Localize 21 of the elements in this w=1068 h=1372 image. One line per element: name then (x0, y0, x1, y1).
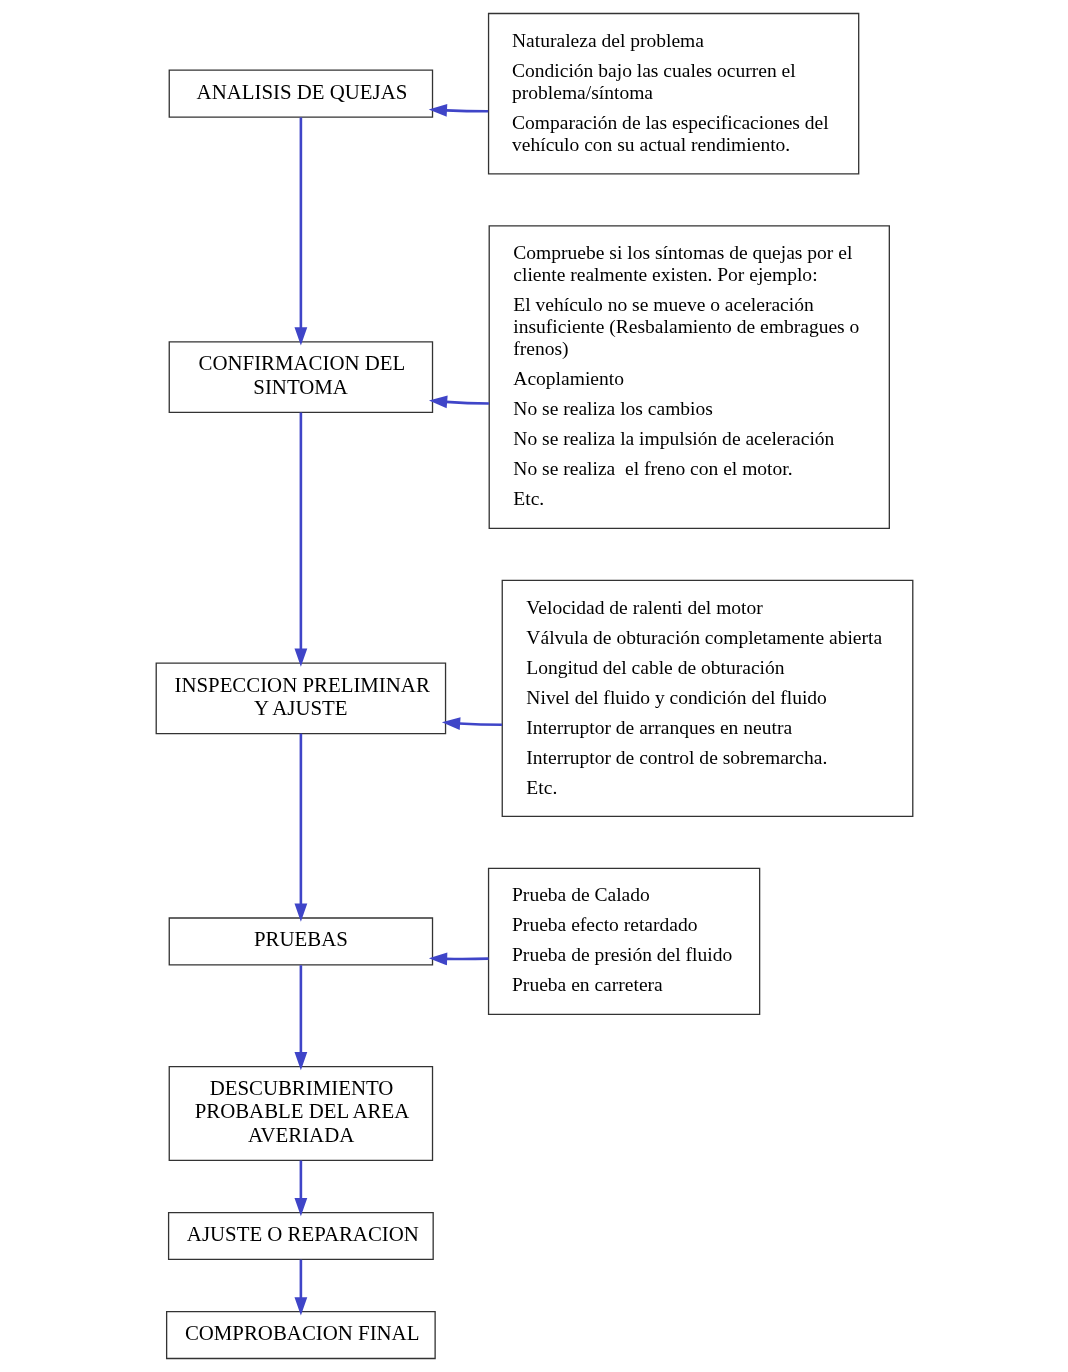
node-box: Compruebe si los síntomas de quejas por el cliente realmente existen. Por ejemplo: El vehículo no se mueve o aceleración insuficiente (Resbalamiento de embragues o frenos) Acoplamiento No se realiza los cambios No se realiza la impulsión de aceleración No se realiza el freno con el motor. Etc. (488, 225, 890, 529)
arrow (441, 717, 502, 730)
arrow (294, 117, 307, 346)
arrow (428, 952, 489, 966)
node-box: Velocidad de ralenti del motor Válvula de obturación completamente abierta Longitud del cable de obturación Nivel del fluido y condición del fluido Interruptor de arranques en neutra Interruptor de control de sobremarcha. Etc. (501, 579, 913, 817)
node-box: DESCUBRIMIENTO PROBABLE DEL AREA AVERIADA (168, 1065, 433, 1162)
node-box: Naturaleza del problema Condición bajo las cuales ocurren el problema/síntoma Comparación de las especificaciones del vehículo con su actual rendimiento. (487, 12, 859, 175)
arrow (294, 412, 307, 667)
node-box: Prueba de Calado Prueba efecto retardado Prueba de presión del fluido Prueba en carretera (487, 867, 760, 1016)
node-box: PRUEBAS (168, 917, 433, 966)
node-box: ANALISIS DE QUEJAS (168, 69, 433, 118)
arrow (428, 395, 489, 409)
arrow (294, 1259, 307, 1316)
node-box: CONFIRMACION DEL SINTOMA (168, 341, 433, 413)
node-box: INSPECCION PRELIMINAR Y AJUSTE (155, 662, 446, 735)
node-box: AJUSTE O REPARACION (167, 1211, 434, 1261)
arrow (294, 1160, 307, 1217)
arrow (294, 733, 307, 922)
arrow (428, 104, 488, 117)
node-box: COMPROBACION FINAL (165, 1310, 436, 1360)
arrow (294, 965, 307, 1071)
